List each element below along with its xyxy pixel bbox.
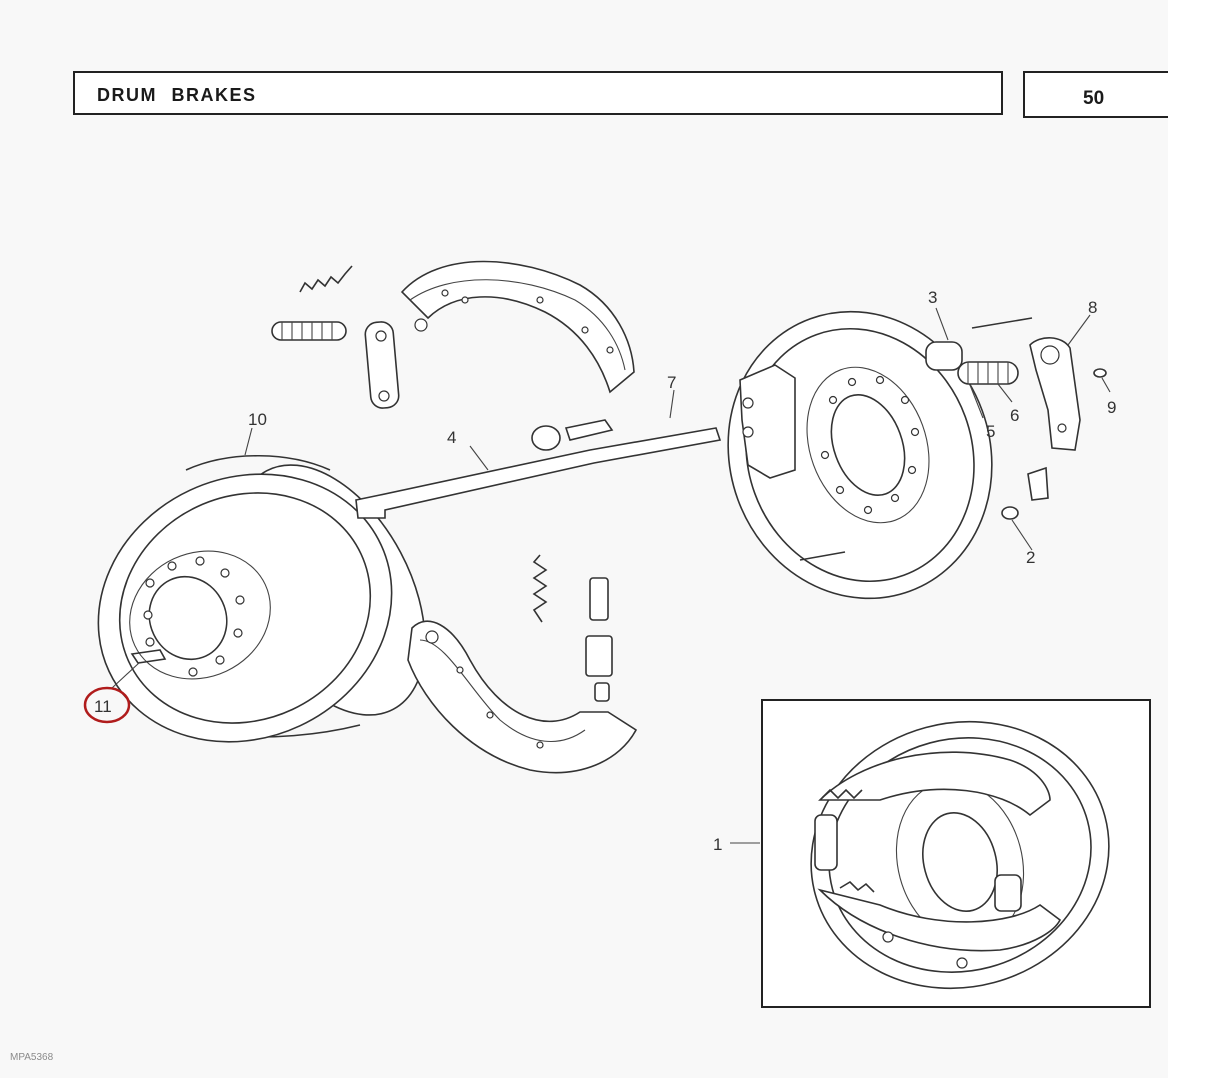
spring-coil-left[interactable] (271, 321, 347, 341)
callout-6: 6 (1010, 406, 1019, 425)
exploded-parts-diagram: 1 2 3 4 5 6 7 8 9 10 11 (54, 260, 1151, 1022)
page-number-box: 50 (1023, 71, 1168, 118)
callout-2: 2 (1026, 548, 1035, 567)
return-spring-top[interactable] (299, 265, 353, 293)
backing-plate[interactable] (688, 274, 1032, 635)
callout-5: 5 (986, 422, 995, 441)
callout-8: 8 (1088, 298, 1097, 317)
page-number: 50 (1083, 88, 1105, 109)
brake-drum[interactable] (54, 427, 464, 789)
title-box: DRUM BRAKES (73, 71, 1003, 115)
callout-11: 11 (94, 697, 112, 716)
pin-rod[interactable] (971, 317, 1033, 329)
page-title: DRUM BRAKES (97, 85, 257, 105)
cam-bush[interactable] (925, 341, 963, 371)
adjuster-bolt[interactable] (585, 577, 613, 702)
callout-9: 9 (1107, 398, 1116, 417)
cam-shaft[interactable] (355, 419, 722, 519)
callout-10: 10 (248, 410, 267, 429)
callout-7: 7 (667, 373, 676, 392)
upper-brake-shoe[interactable] (400, 260, 635, 394)
small-clip-9[interactable] (1093, 368, 1107, 378)
figure-code: MPA5368 (10, 1052, 54, 1063)
leader-lines (111, 307, 1111, 844)
lower-brake-shoe[interactable] (407, 620, 638, 774)
callout-11-highlight-ring (83, 686, 131, 724)
assembly-inset[interactable] (761, 689, 1151, 1022)
slack-adjuster-lever[interactable] (1029, 337, 1081, 451)
clip-2[interactable] (1001, 466, 1049, 520)
return-spring-lower[interactable] (532, 554, 548, 623)
callout-4: 4 (447, 428, 456, 447)
spring-6[interactable] (957, 361, 1019, 385)
callout-3: 3 (928, 288, 937, 307)
link-plate[interactable] (364, 321, 400, 409)
callout-1: 1 (713, 835, 722, 854)
